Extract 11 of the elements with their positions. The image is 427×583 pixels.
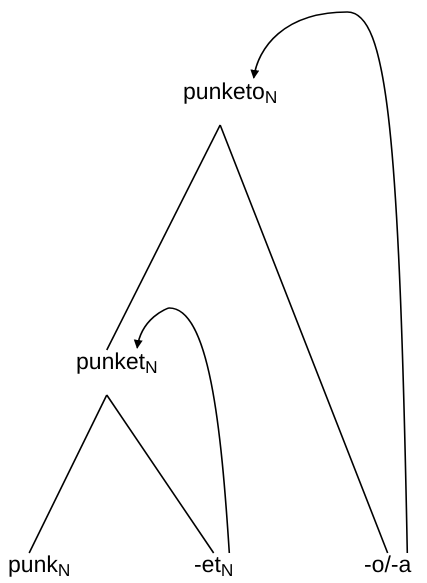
tree-node-label: -et$_{N}$ <box>194 553 234 576</box>
tree-branch-line <box>219 124 388 554</box>
curved-arrow <box>250 11 408 554</box>
tree-node-label: punk$_{N}$ <box>8 553 70 576</box>
tree-branch-line <box>28 394 108 554</box>
tree-node-label: punket$_{N}$ <box>76 350 158 373</box>
tree-branch-line <box>106 394 214 554</box>
tree-node-label: -o/-a <box>364 553 412 576</box>
curved-arrow <box>134 307 230 554</box>
tree-branch-line <box>106 124 221 350</box>
tree-node-label: punketo$_{N}$ <box>183 80 278 103</box>
